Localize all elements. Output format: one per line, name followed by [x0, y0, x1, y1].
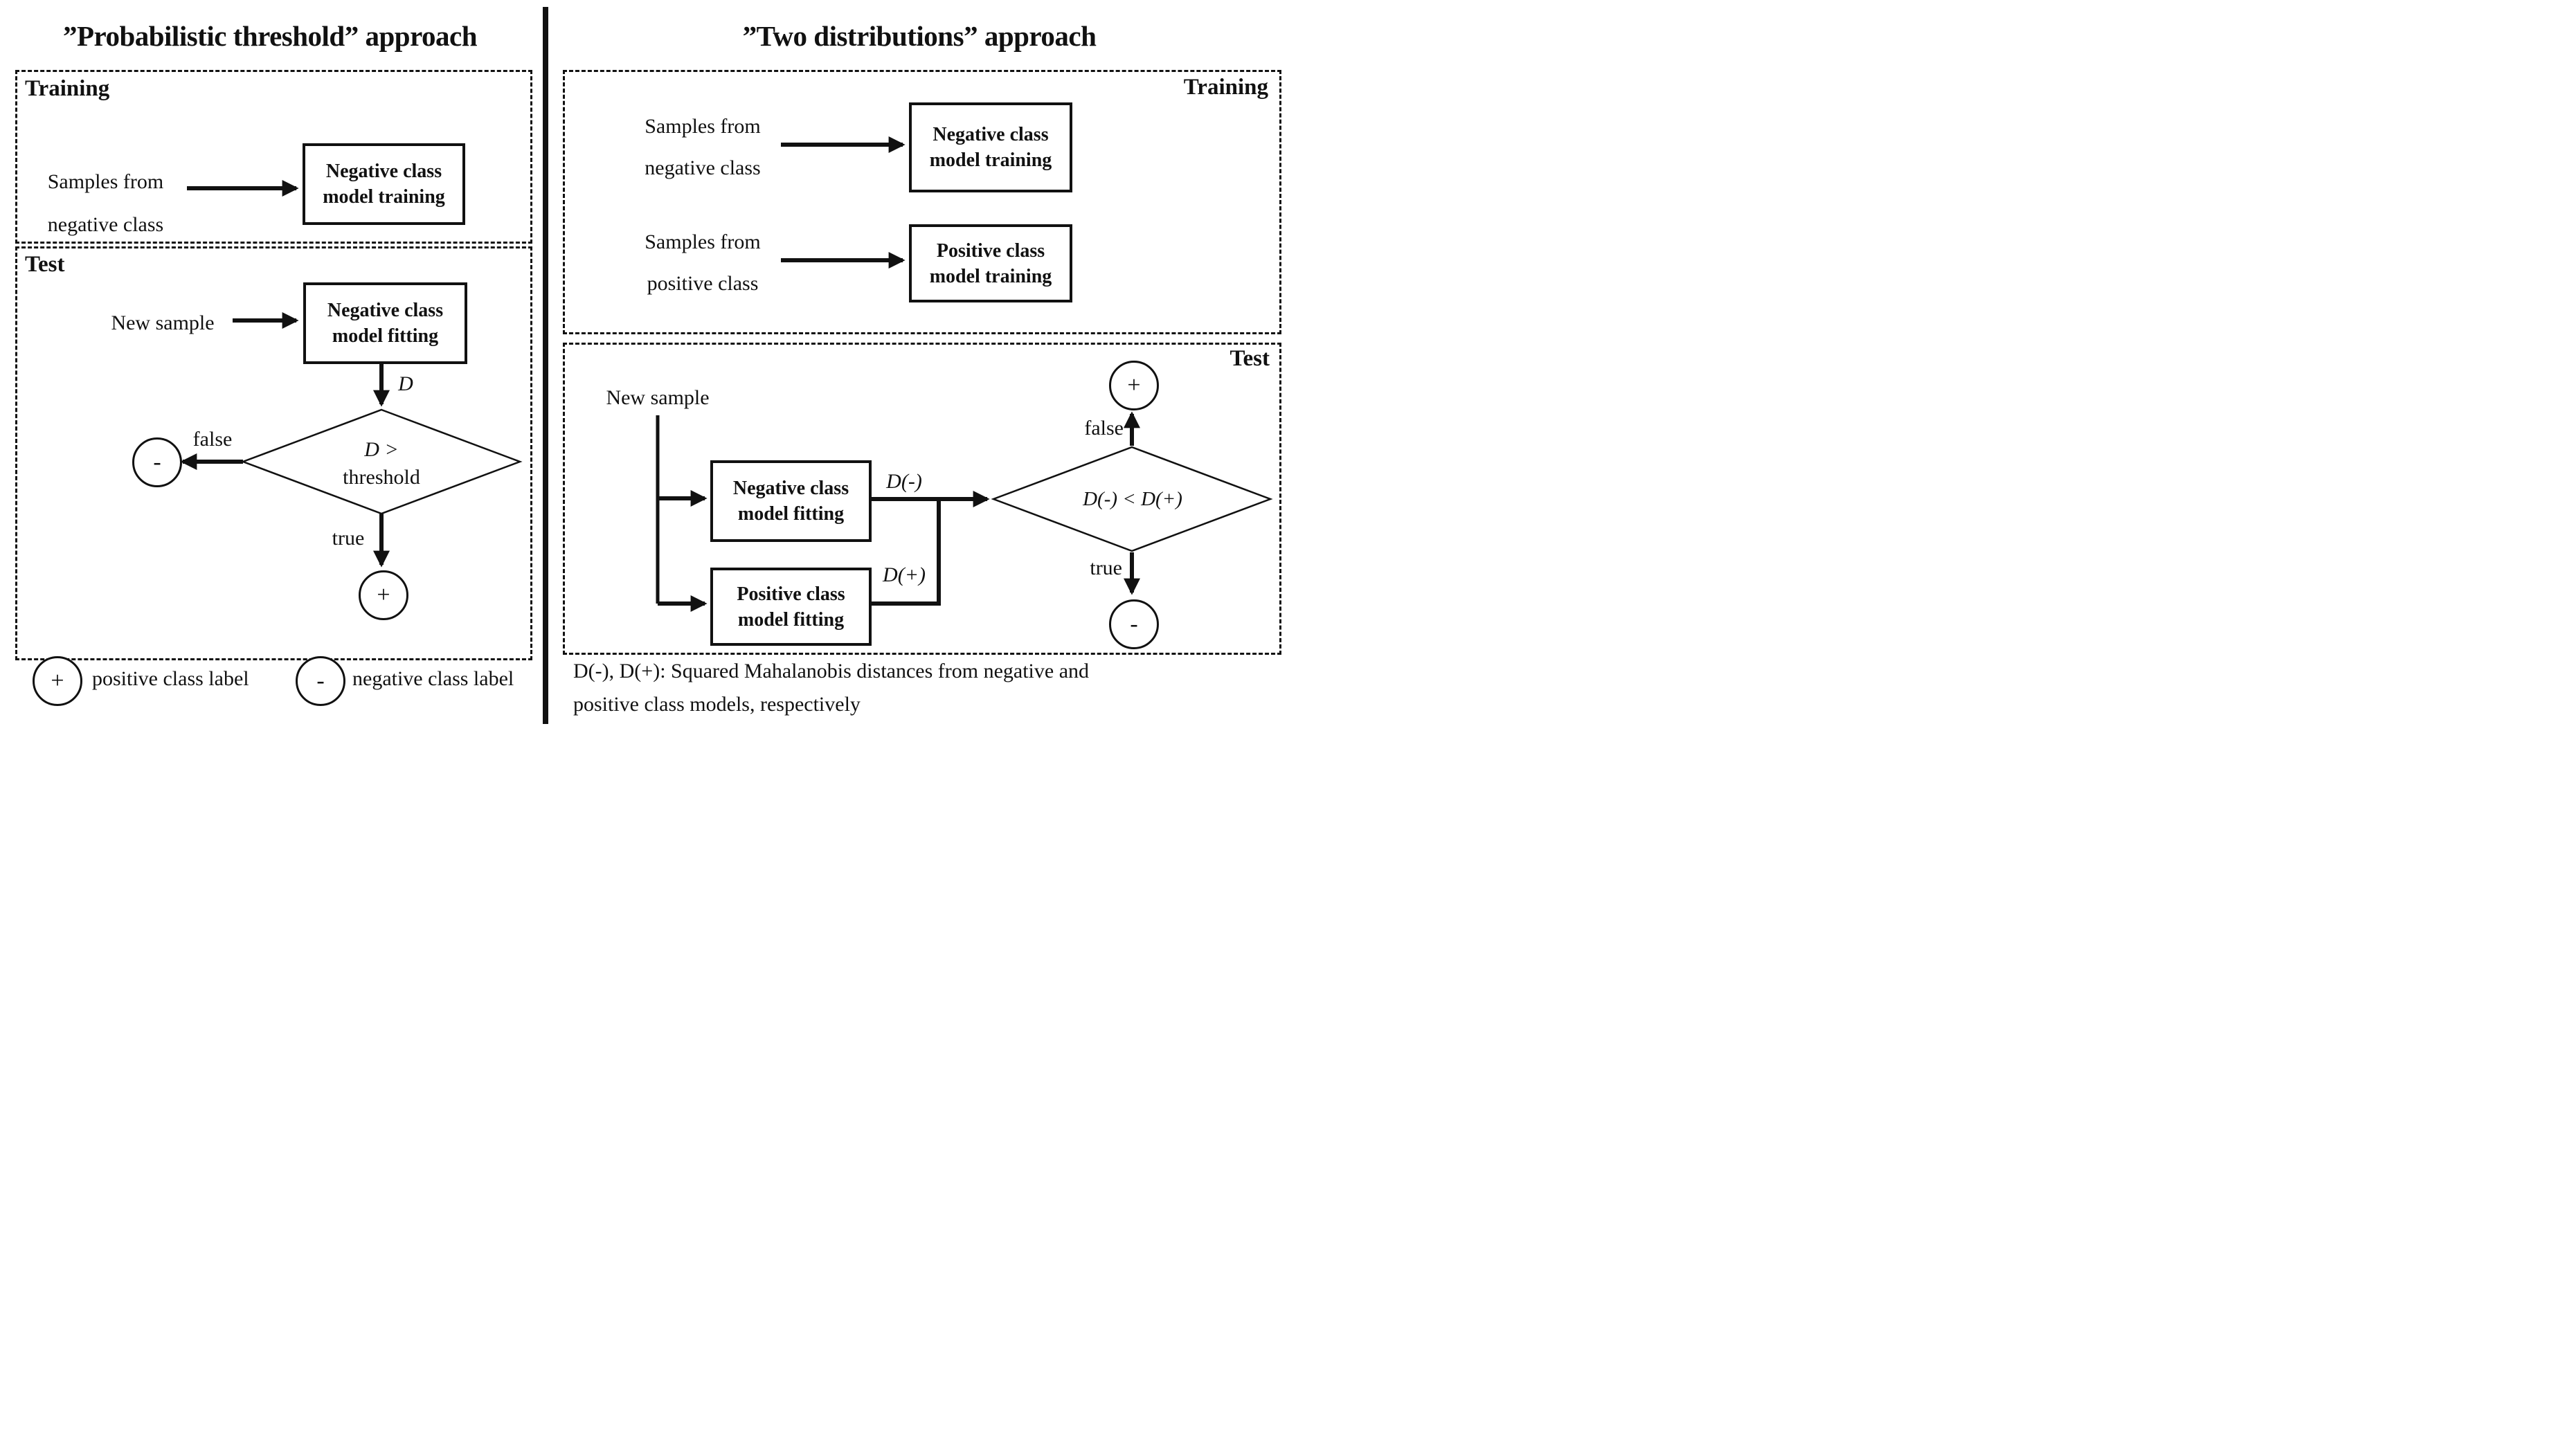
right-training-neg-source-line2: negative class	[645, 156, 761, 179]
right-negative-result-circle: -	[1109, 599, 1159, 649]
right-dpos-connector	[867, 501, 941, 606]
left-test-label: Test	[25, 252, 65, 277]
right-neg-model-training-line1: Negative class	[933, 124, 1049, 145]
right-panel-title: ”Two distributions” approach	[742, 20, 1097, 52]
right-training-pos-source-line1: Samples from	[645, 230, 761, 253]
left-diamond-line2: threshold	[343, 466, 420, 489]
left-training-label: Training	[25, 76, 110, 101]
right-neg-model-training-box: Negative class model training	[909, 102, 1072, 192]
legend-plus-symbol: +	[51, 668, 64, 694]
footnote-line1: D(-), D(+): Squared Mahalanobis distance…	[573, 660, 1090, 682]
right-pos-model-fitting-line2: model fitting	[737, 608, 845, 631]
right-diamond-label: D(-) < D(+)	[1083, 488, 1182, 510]
legend-plus-label: positive class label	[92, 667, 249, 690]
right-neg-model-fitting-box: Negative class model fitting	[710, 460, 872, 542]
left-false-label: false	[192, 428, 233, 451]
right-training-pos-source: Samples from positive class	[627, 221, 779, 305]
right-new-sample-label: New sample	[606, 386, 710, 409]
left-new-sample-label: New sample	[111, 311, 215, 334]
right-pos-model-training-line1: Positive class	[936, 239, 1045, 262]
right-test-label: Test	[1230, 346, 1270, 371]
right-training-label: Training	[1183, 75, 1268, 100]
right-false-label: false	[1084, 417, 1124, 440]
panel-divider	[543, 7, 548, 724]
connector-layer	[180, 136, 1273, 612]
right-neg-model-fitting-line1: Negative class	[732, 478, 849, 499]
left-training-source-line1: Samples from	[47, 170, 164, 193]
right-training-section	[563, 70, 1281, 334]
left-positive-result-circle: +	[359, 570, 408, 620]
right-decision-diamond	[991, 446, 1273, 552]
right-true-label: true	[1090, 556, 1122, 579]
left-neg-model-training-line1: Negative class	[325, 161, 442, 182]
footnote: D(-), D(+): Squared Mahalanobis distance…	[573, 655, 1231, 721]
left-plus-symbol: +	[377, 582, 390, 608]
left-neg-model-fitting-line2: model fitting	[332, 325, 439, 347]
left-training-source-line2: negative class	[47, 213, 164, 236]
right-training-neg-source-line1: Samples from	[645, 115, 761, 138]
left-true-label: true	[332, 527, 365, 550]
footnote-line2: positive class models, respectively	[573, 693, 861, 716]
left-diamond-line1: D >	[364, 438, 399, 461]
right-pos-model-training-box: Positive class model training	[909, 224, 1072, 302]
left-neg-model-fitting-box: Negative class model fitting	[303, 282, 467, 364]
left-training-section	[15, 70, 532, 244]
left-training-source-text: Samples from negative class	[28, 161, 183, 246]
right-minus-symbol: -	[1130, 611, 1138, 637]
right-neg-model-fitting-line2: model fitting	[737, 503, 845, 525]
right-training-neg-source: Samples from negative class	[627, 106, 779, 189]
left-panel-title: ”Probabilistic threshold” approach	[62, 20, 478, 52]
left-test-section	[15, 246, 532, 660]
legend-plus-circle: +	[33, 656, 82, 706]
right-test-section	[563, 343, 1281, 655]
right-dneg-label: D(-)	[886, 470, 922, 493]
right-plus-symbol: +	[1127, 372, 1141, 398]
legend-minus-symbol: -	[316, 668, 325, 694]
right-pos-model-training-line2: model training	[929, 265, 1052, 287]
left-diamond-label: D > threshold	[312, 436, 451, 491]
right-dpos-label: D(+)	[883, 563, 926, 586]
left-distance-label: D	[398, 372, 413, 395]
right-pos-model-fitting-box: Positive class model fitting	[710, 568, 872, 646]
left-neg-model-fitting-line1: Negative class	[327, 300, 444, 321]
right-training-pos-source-line2: positive class	[647, 272, 759, 295]
left-neg-model-training-line2: model training	[323, 186, 445, 208]
left-negative-result-circle: -	[132, 437, 182, 487]
right-neg-model-training-line2: model training	[929, 150, 1052, 171]
two-approach-flow-diagram: ”Probabilistic threshold” approach Train…	[0, 0, 1288, 724]
left-neg-model-training-box: Negative class model training	[303, 143, 465, 225]
left-minus-symbol: -	[153, 449, 161, 475]
right-positive-result-circle: +	[1109, 361, 1159, 410]
right-pos-model-fitting-line1: Positive class	[737, 583, 845, 605]
legend-minus-label: negative class label	[352, 667, 514, 690]
legend-minus-circle: -	[296, 656, 345, 706]
